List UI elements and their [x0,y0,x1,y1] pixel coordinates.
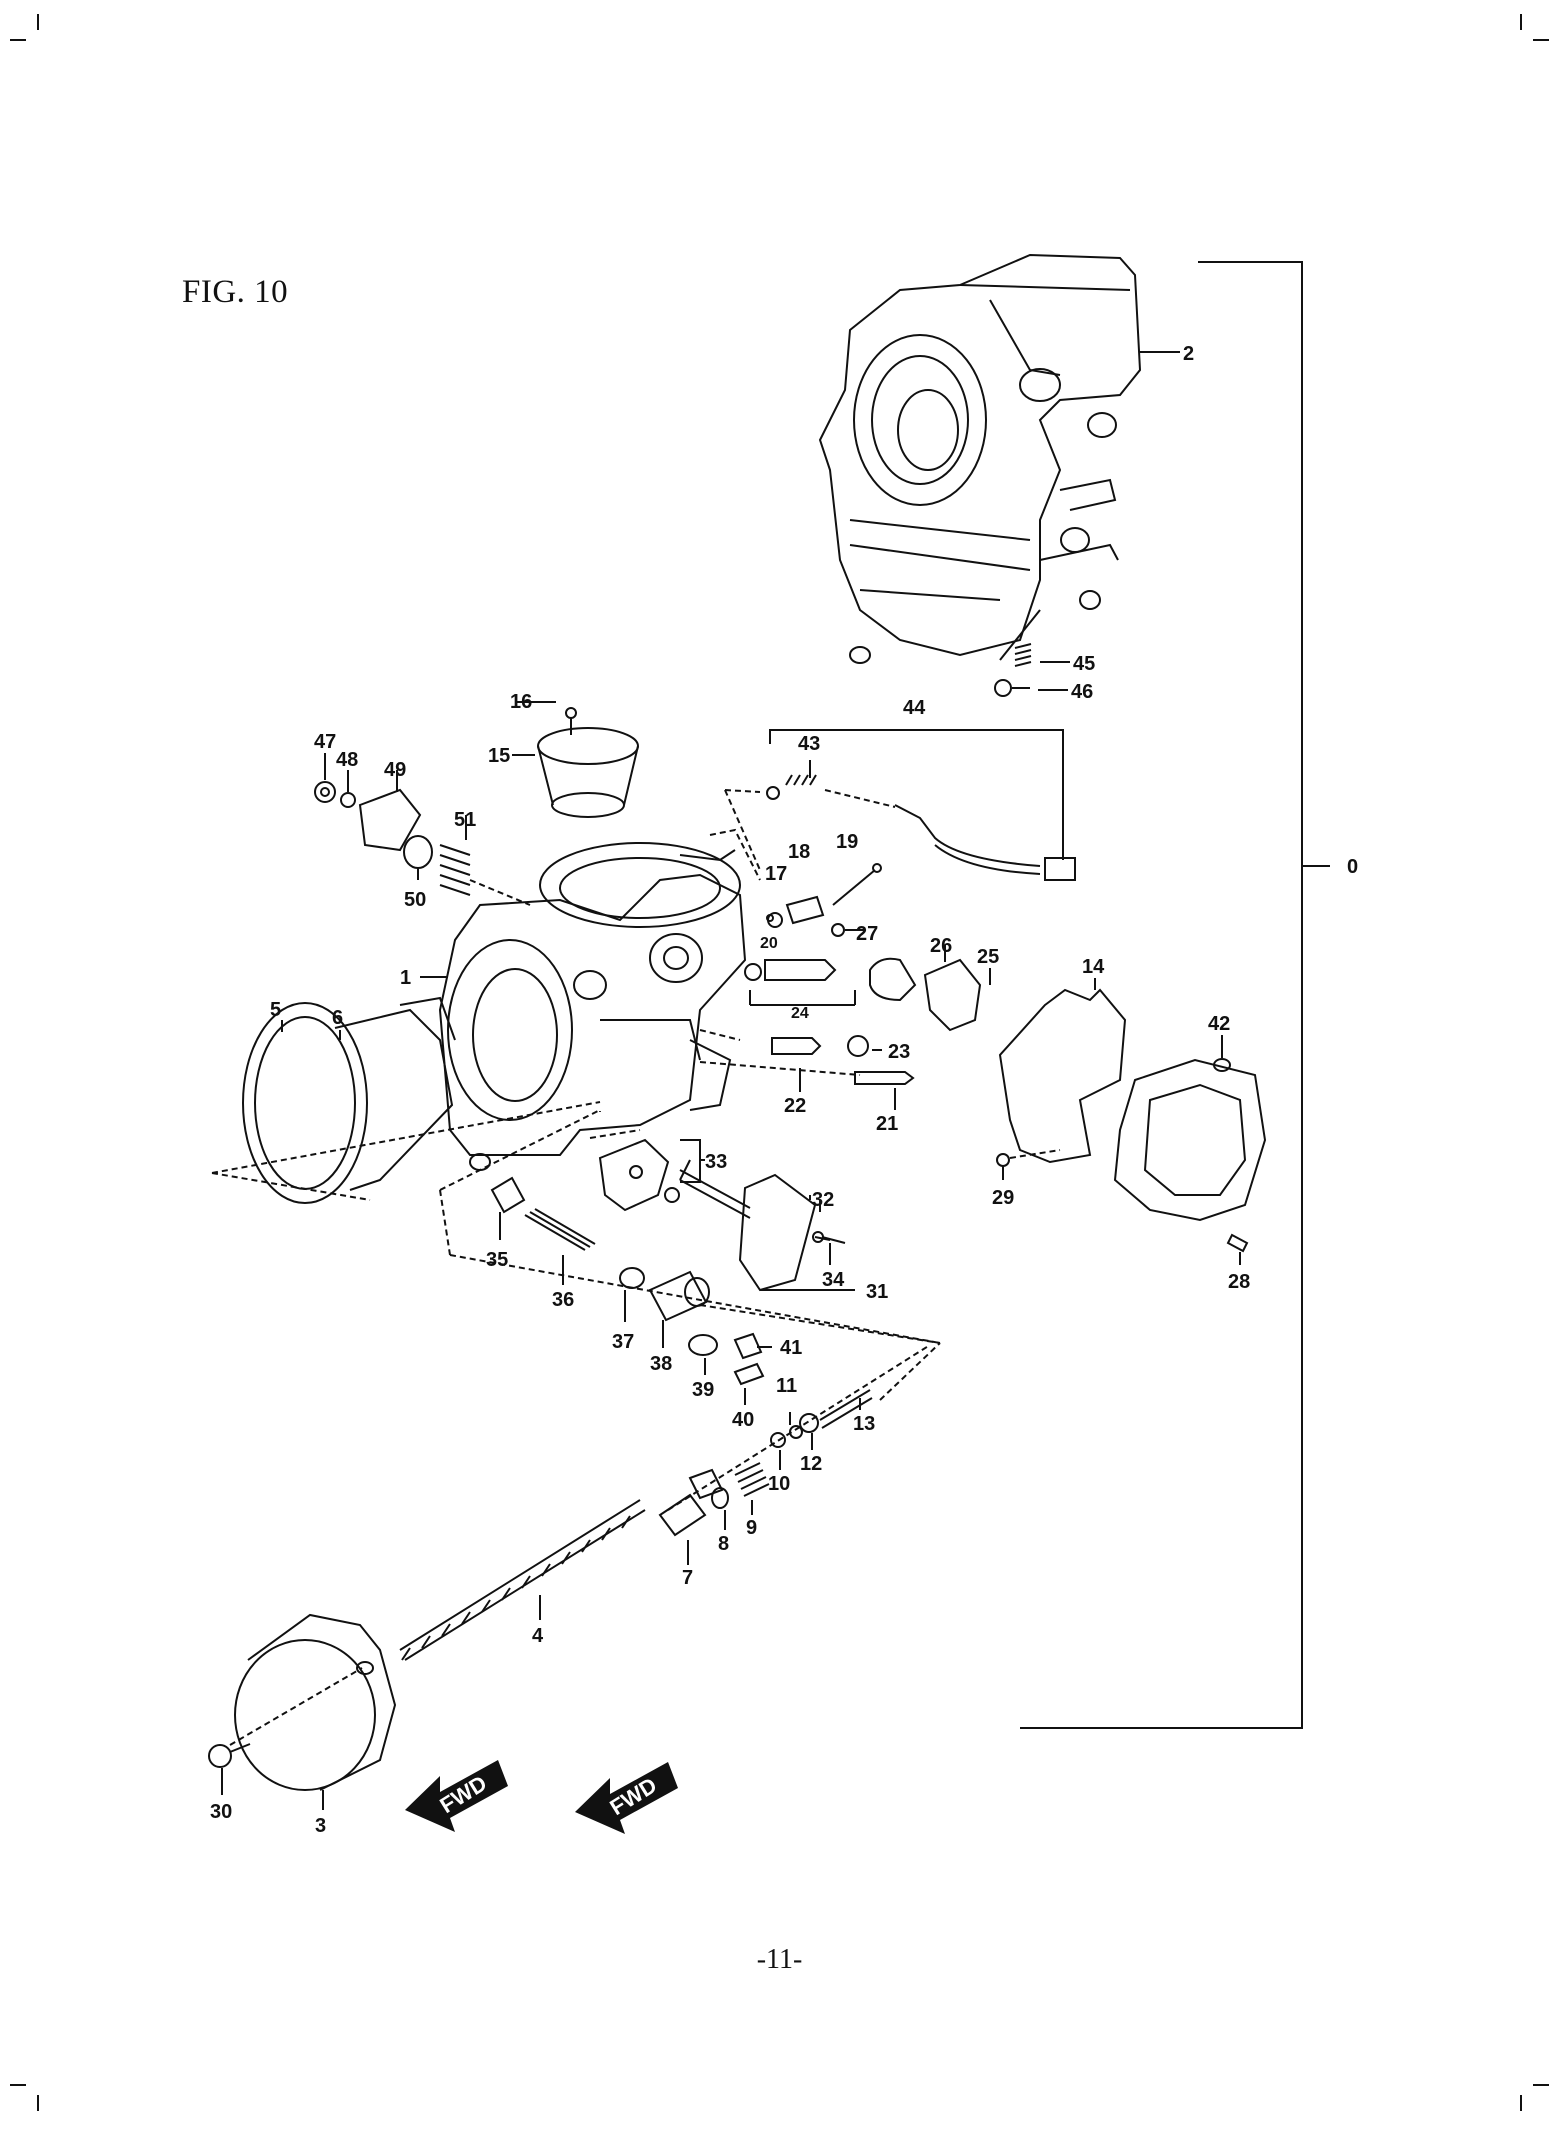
callout-21: 21 [876,1113,898,1135]
callout-35: 35 [486,1249,508,1271]
callout-13: 13 [853,1413,875,1435]
callout-22: 22 [784,1095,806,1117]
callout-19: 19 [836,831,858,853]
callout-45: 45 [1073,653,1095,675]
callout-12: 12 [800,1453,822,1475]
intake-funnel [242,996,456,1204]
callout-30: 30 [210,1801,232,1823]
figure-title: FIG. 10 [182,274,289,310]
callout-15: 15 [488,745,510,767]
callout-16: 16 [510,691,532,713]
callout-4: 4 [532,1625,544,1647]
callout-38: 38 [650,1353,672,1375]
callout-10: 10 [768,1473,790,1495]
main-spring [399,1499,646,1661]
callout-24: 24 [791,1005,809,1022]
callout-49: 49 [384,759,406,781]
top-cover [234,1613,397,1791]
callout-31: 31 [866,1281,888,1303]
funnel-part [537,707,639,818]
callout-29: 29 [992,1187,1014,1209]
callout-9: 9 [746,1517,757,1539]
callout-labels: 0 1 2 3 4 5 6 7 8 9 10 11 12 13 14 15 16… [210,343,1358,1837]
callout-42: 42 [1208,1013,1230,1035]
callout-20: 20 [760,935,778,952]
callout-7: 7 [682,1567,693,1589]
fwd-arrow-left: FWD [405,1760,508,1832]
callout-33: 33 [705,1151,727,1173]
callout-14: 14 [1082,956,1105,978]
page-number: -11- [756,1944,803,1975]
carburetor-body [438,842,747,1171]
callout-28: 28 [1228,1271,1250,1293]
callout-11: 11 [776,1375,797,1397]
callout-3: 3 [315,1815,326,1837]
assembly-bracket [1020,261,1303,1729]
callout-0: 0 [1347,856,1358,878]
crop-marks [10,14,1549,2111]
callout-6: 6 [332,1007,343,1029]
callout-40: 40 [732,1409,754,1431]
carburetor-assembly [818,253,1142,664]
callout-46: 46 [1071,681,1093,703]
callout-44: 44 [903,697,926,719]
callout-50: 50 [404,889,426,911]
callout-43: 43 [798,733,820,755]
callout-47: 47 [314,731,336,753]
callout-41: 41 [780,1337,802,1359]
callout-48: 48 [336,749,358,771]
callout-17: 17 [765,863,787,885]
float-chamber [1113,1058,1267,1222]
fwd-arrow-right: FWD [575,1762,678,1834]
callout-39: 39 [692,1379,714,1401]
callout-8: 8 [718,1533,729,1555]
callout-18: 18 [788,841,810,863]
callout-25: 25 [977,946,999,968]
callout-36: 36 [552,1289,574,1311]
callout-1: 1 [400,967,411,989]
callout-27: 27 [856,923,878,945]
callout-37: 37 [612,1331,634,1353]
callout-34: 34 [822,1269,845,1291]
float-gasket [998,988,1127,1164]
callout-23: 23 [888,1041,910,1063]
callout-26: 26 [930,935,952,957]
callout-51: 51 [454,809,476,831]
callout-32: 32 [812,1189,834,1211]
callout-2: 2 [1183,343,1194,365]
callout-5: 5 [270,999,281,1021]
